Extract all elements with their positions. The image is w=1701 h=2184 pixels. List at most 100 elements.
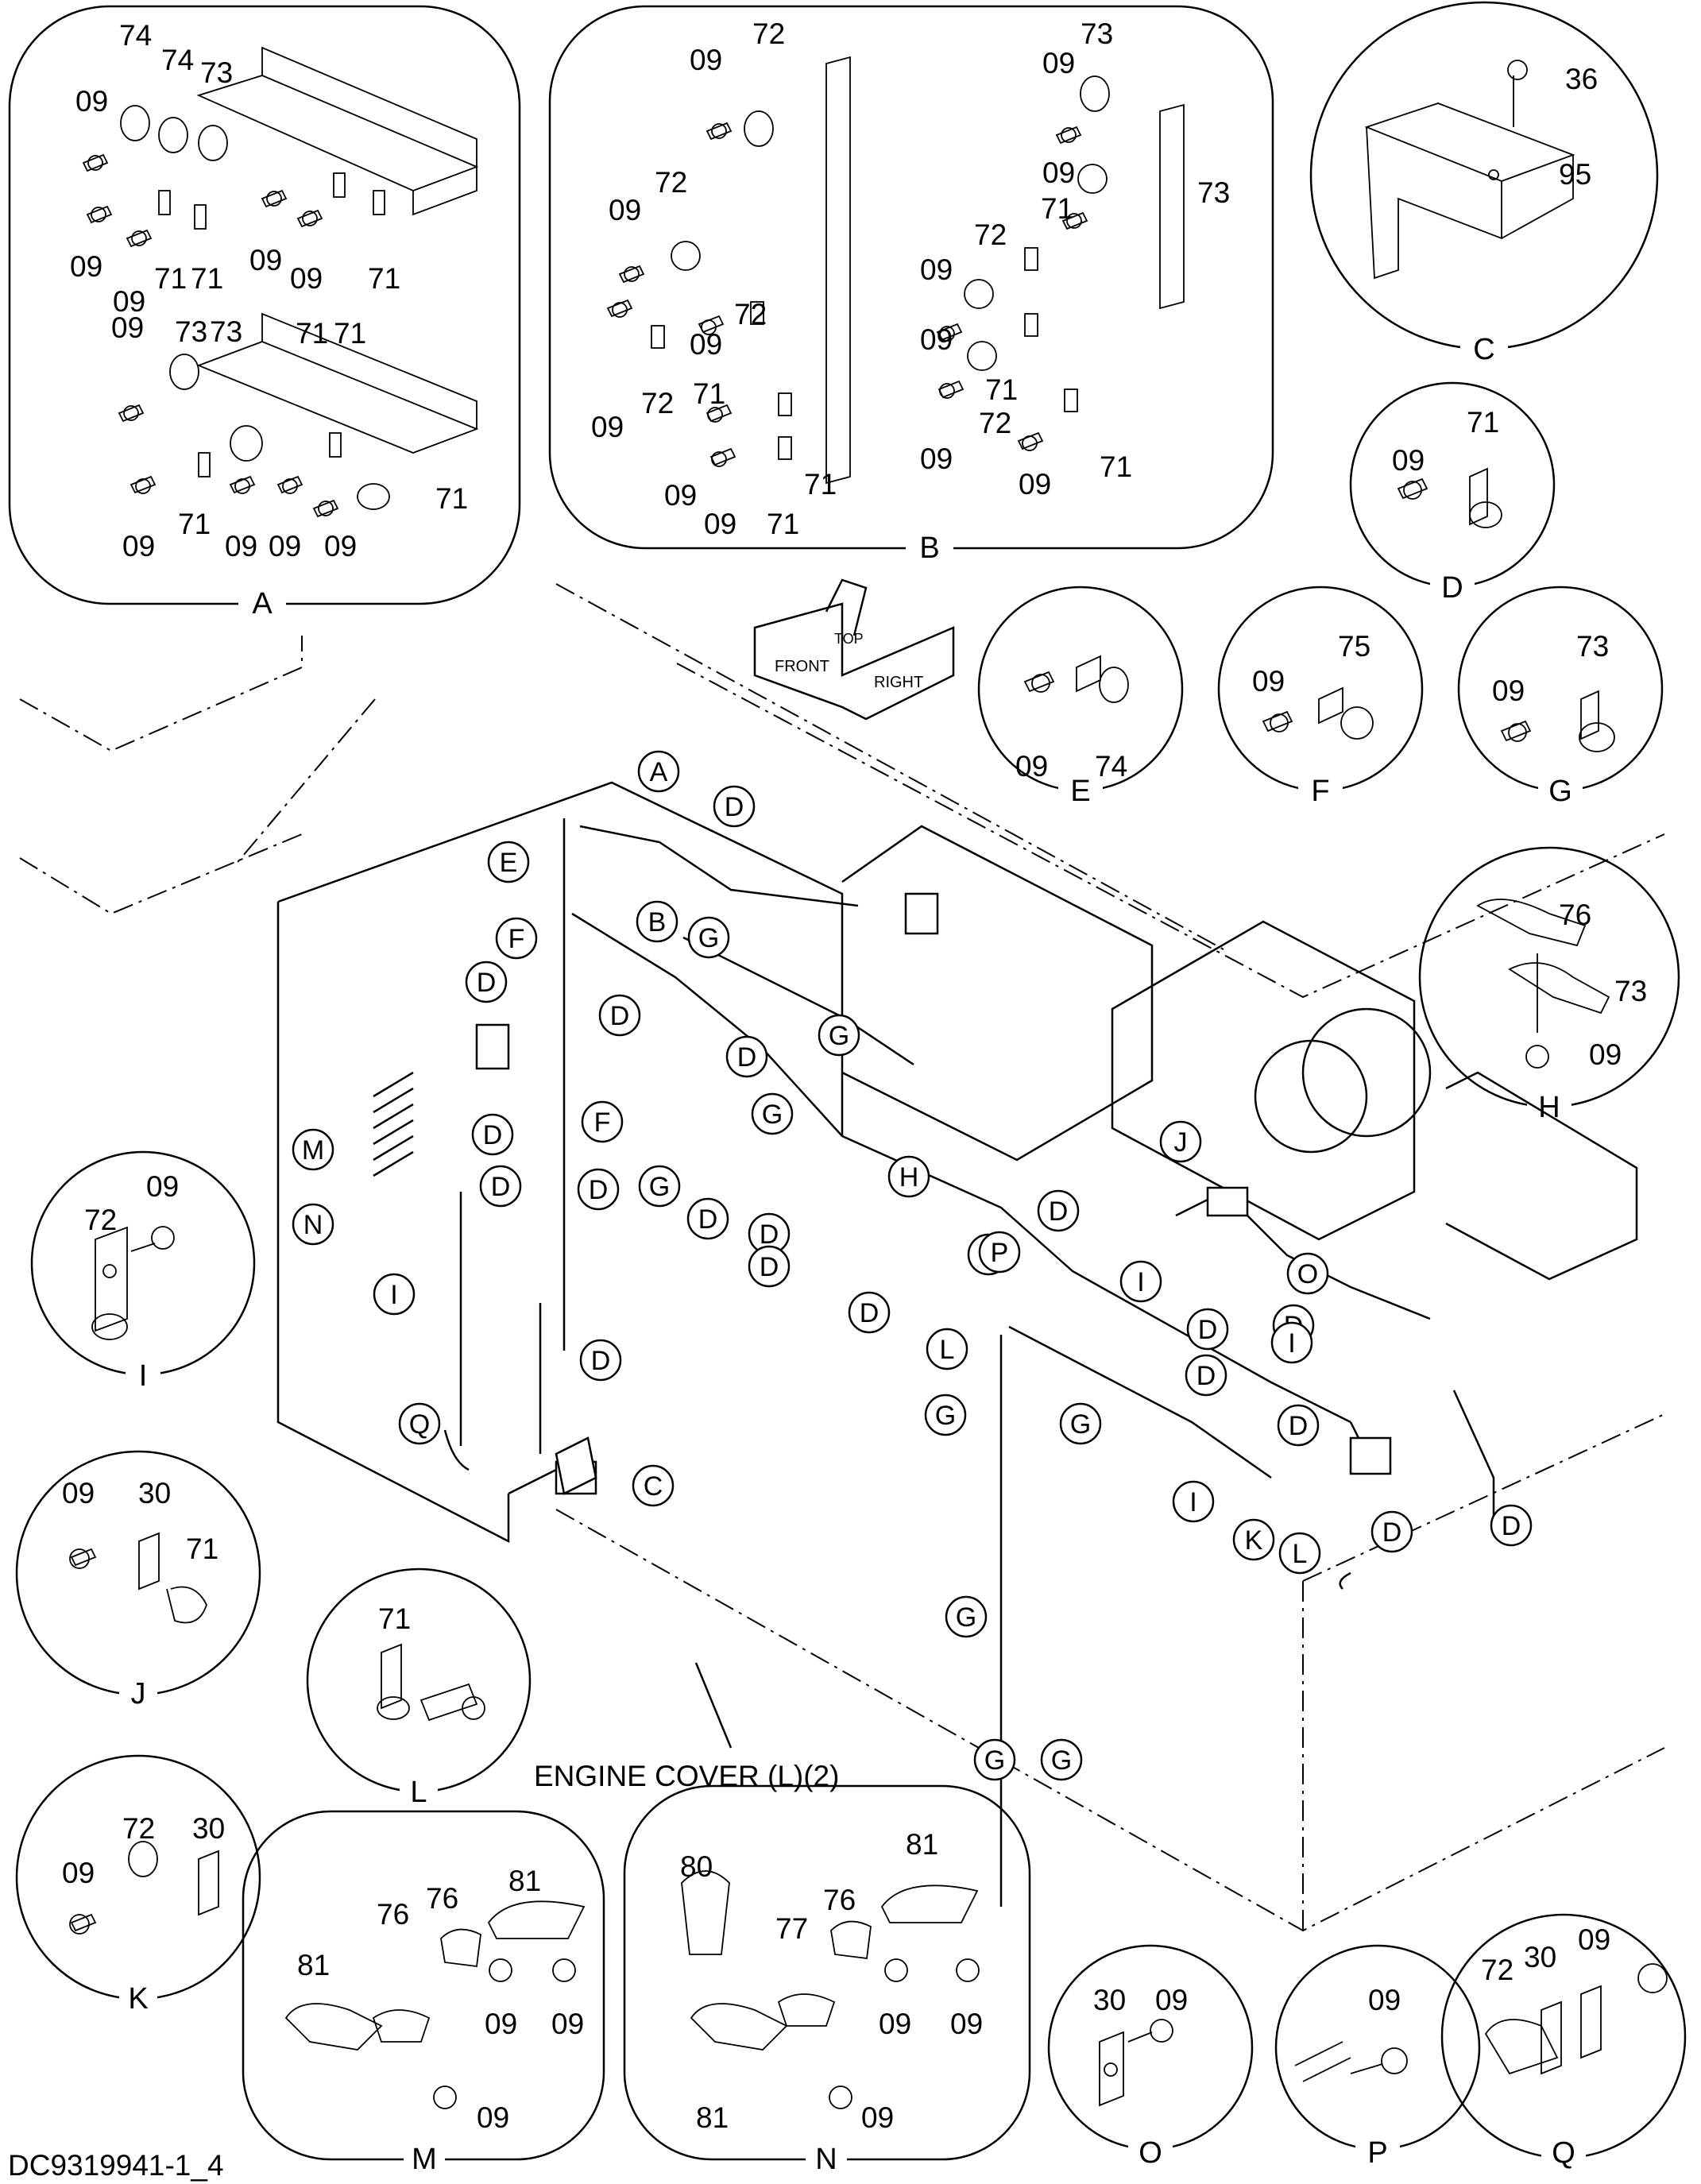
- callout-d: D: [686, 1197, 729, 1240]
- svg-text:30: 30: [1524, 1941, 1556, 1973]
- svg-text:71: 71: [296, 317, 328, 350]
- svg-text:09: 09: [591, 411, 624, 443]
- callout-label: D: [610, 1001, 630, 1031]
- drawing-id: DC9319941-1_4: [8, 2149, 224, 2182]
- callout-label: G: [1051, 1745, 1072, 1776]
- svg-text:74: 74: [1095, 750, 1127, 783]
- compass-top: TOP: [834, 631, 864, 647]
- svg-text:09: 09: [62, 1857, 95, 1889]
- svg-text:09: 09: [879, 2008, 911, 2040]
- svg-text:73: 73: [200, 56, 233, 89]
- callout-m: M: [292, 1128, 334, 1171]
- svg-text:09: 09: [62, 1477, 95, 1509]
- callout-label: D: [860, 1298, 879, 1328]
- svg-text:73: 73: [1576, 630, 1609, 663]
- callout-label: I: [1189, 1487, 1196, 1517]
- svg-text:09: 09: [225, 530, 257, 562]
- svg-text:09: 09: [609, 194, 641, 226]
- callout-j: J: [1159, 1120, 1202, 1163]
- svg-text:09: 09: [1368, 1984, 1401, 2016]
- detail-label-p: P: [1367, 2136, 1387, 2170]
- callout-d: D: [598, 994, 641, 1037]
- detail-label-g: G: [1548, 775, 1572, 808]
- callout-d: D: [748, 1245, 791, 1288]
- callout-label: Q: [409, 1409, 430, 1440]
- svg-text:71: 71: [191, 262, 223, 295]
- callout-g: G: [638, 1165, 681, 1208]
- callout-d: D: [465, 961, 508, 1003]
- svg-text:72: 72: [84, 1204, 117, 1236]
- svg-text:09: 09: [664, 479, 697, 512]
- callout-label: I: [1288, 1328, 1295, 1359]
- callout-label: D: [1502, 1511, 1521, 1541]
- callout-d: D: [1277, 1404, 1320, 1447]
- callout-label: D: [1196, 1361, 1216, 1391]
- svg-text:81: 81: [906, 1828, 938, 1861]
- svg-text:95: 95: [1559, 158, 1591, 191]
- callout-label: D: [737, 1042, 757, 1073]
- callout-label: D: [477, 968, 497, 998]
- svg-text:09: 09: [477, 2101, 509, 2134]
- callout-label: D: [725, 792, 744, 822]
- callout-d: D: [713, 785, 756, 828]
- callout-label: O: [1297, 1259, 1318, 1289]
- callout-g: G: [1040, 1738, 1083, 1781]
- callout-f: F: [495, 917, 538, 960]
- callout-g: G: [751, 1092, 794, 1135]
- detail-label-l: L: [410, 1776, 427, 1809]
- callout-label: F: [594, 1107, 611, 1138]
- svg-text:30: 30: [138, 1477, 171, 1509]
- callout-a: A: [637, 750, 680, 793]
- callout-label: D: [698, 1204, 718, 1235]
- callout-label: D: [1198, 1315, 1218, 1345]
- callout-c: C: [632, 1464, 675, 1507]
- callout-label: G: [762, 1100, 783, 1130]
- svg-text:77: 77: [775, 1912, 808, 1945]
- svg-text:72: 72: [974, 218, 1007, 251]
- callout-d: D: [725, 1035, 768, 1078]
- callout-d: D: [1490, 1504, 1533, 1547]
- svg-text:09: 09: [146, 1170, 179, 1203]
- svg-text:09: 09: [690, 44, 722, 76]
- svg-text:71: 71: [435, 482, 468, 515]
- callout-p: P: [978, 1231, 1021, 1274]
- svg-text:71: 71: [334, 317, 366, 350]
- callout-label: E: [500, 848, 518, 878]
- callout-label: G: [649, 1172, 670, 1202]
- svg-text:09: 09: [70, 250, 102, 283]
- callout-i: I: [1270, 1321, 1313, 1364]
- callout-i: I: [373, 1273, 416, 1316]
- detail-label-o: O: [1139, 2136, 1162, 2170]
- callout-d: D: [479, 1165, 522, 1208]
- svg-text:09: 09: [75, 85, 108, 118]
- svg-text:71: 71: [368, 262, 400, 295]
- part-numbers: 74 74 73 09 09 09 71 71 09 09 71 73 73 0…: [62, 17, 1647, 2134]
- svg-text:71: 71: [378, 1602, 411, 1635]
- svg-text:73: 73: [1197, 176, 1230, 209]
- callout-label: D: [591, 1346, 611, 1376]
- callout-label: D: [1289, 1411, 1309, 1441]
- callout-label: D: [491, 1172, 511, 1202]
- svg-text:72: 72: [1481, 1954, 1514, 1986]
- callout-label: G: [935, 1401, 956, 1431]
- callout-g: G: [973, 1738, 1016, 1781]
- detail-label-e: E: [1070, 775, 1090, 808]
- svg-text:71: 71: [1467, 406, 1499, 439]
- svg-text:72: 72: [979, 407, 1011, 439]
- svg-text:36: 36: [1565, 63, 1598, 95]
- svg-text:09: 09: [113, 285, 145, 318]
- detail-label-b: B: [919, 532, 939, 565]
- callout-d: D: [748, 1212, 791, 1255]
- callout-label: M: [302, 1135, 324, 1165]
- callout-g: G: [924, 1394, 967, 1436]
- callout-d: D: [471, 1113, 514, 1156]
- callout-label: J: [1174, 1127, 1188, 1158]
- main-assembly: [19, 583, 1665, 1932]
- svg-text:71: 71: [693, 377, 725, 410]
- svg-text:71: 71: [985, 373, 1018, 406]
- detail-sketches: [69, 46, 1668, 2109]
- svg-text:81: 81: [508, 1865, 541, 1897]
- callout-e: E: [487, 841, 530, 883]
- svg-text:09: 09: [920, 443, 953, 475]
